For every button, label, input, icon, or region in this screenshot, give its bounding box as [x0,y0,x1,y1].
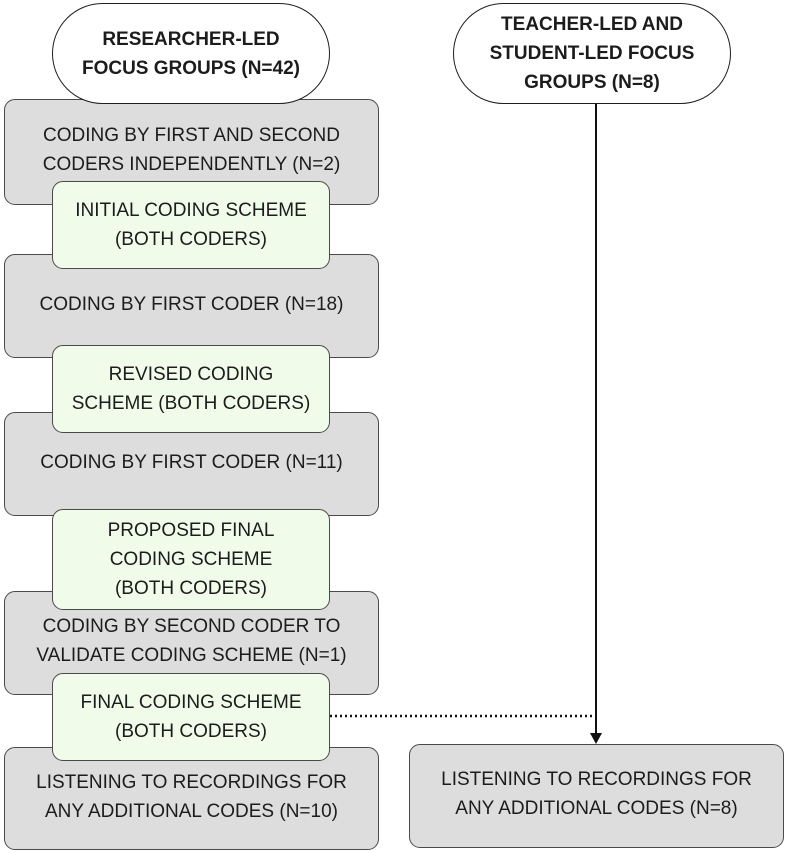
right-flow-arrowhead [590,733,602,744]
final-coding-scheme-box: FINAL CODING SCHEME (BOTH CODERS) [52,673,330,761]
left-step-5-box: LISTENING TO RECORDINGS FOR ANY ADDITION… [4,747,379,850]
revised-coding-scheme-box: REVISED CODING SCHEME (BOTH CODERS) [52,345,330,433]
proposed-final-coding-scheme-box: PROPOSED FINAL CODING SCHEME (BOTH CODER… [52,509,330,610]
right-step-1-box: LISTENING TO RECORDINGS FOR ANY ADDITION… [409,744,784,848]
teacher-student-led-focus-groups-node: TEACHER-LED AND STUDENT-LED FOCUS GROUPS… [453,3,731,104]
left-step-2-box: CODING BY FIRST CODER (N=18) [4,254,379,358]
researcher-led-focus-groups-node: RESEARCHER-LED FOCUS GROUPS (N=42) [52,3,330,104]
initial-coding-scheme-box: INITIAL CODING SCHEME (BOTH CODERS) [52,181,330,269]
